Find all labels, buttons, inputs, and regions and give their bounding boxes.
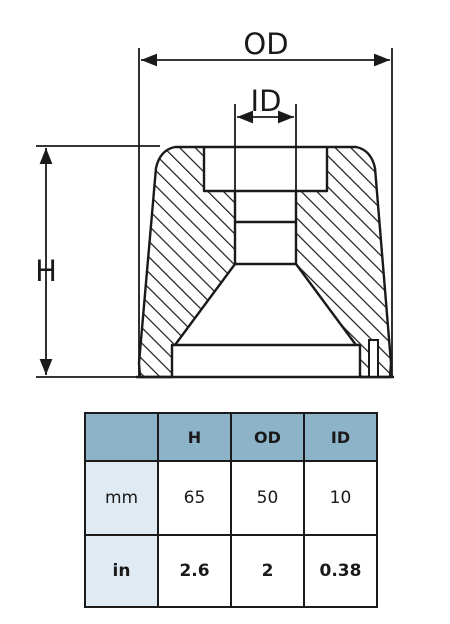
id-label: ID (251, 84, 282, 118)
value-cell-h: 2.6 (157, 534, 232, 608)
value-cell-h: 65 (157, 460, 232, 536)
header-od: OD (230, 412, 305, 462)
od-label: OD (243, 27, 288, 61)
unit-cell-mm: mm (84, 460, 159, 536)
h-label: H (35, 254, 57, 288)
header-unit (84, 412, 159, 462)
header-id: ID (303, 412, 378, 462)
id-dimension (234, 104, 297, 264)
value-cell-id: 0.38 (303, 534, 378, 608)
od-dimension (138, 48, 393, 377)
inner-bore-lines (136, 145, 394, 379)
value-cell-id: 10 (303, 460, 378, 536)
dimensions-table: H OD ID mm 65 50 10 in 2.6 2 0.38 (84, 412, 378, 608)
section-left-wall (137, 145, 237, 379)
section-right-wall (294, 145, 393, 379)
value-cell-od: 50 (230, 460, 305, 536)
cross-section-drawing: OD ID H (35, 27, 394, 379)
h-dimension (36, 145, 160, 378)
value-cell-od: 2 (230, 534, 305, 608)
table-row: in 2.6 2 0.38 (84, 534, 378, 608)
header-h: H (157, 412, 232, 462)
table-header-row: H OD ID (84, 412, 378, 462)
table-row: mm 65 50 10 (84, 460, 378, 536)
bottom-slot (368, 339, 379, 378)
unit-cell-in: in (84, 534, 159, 608)
